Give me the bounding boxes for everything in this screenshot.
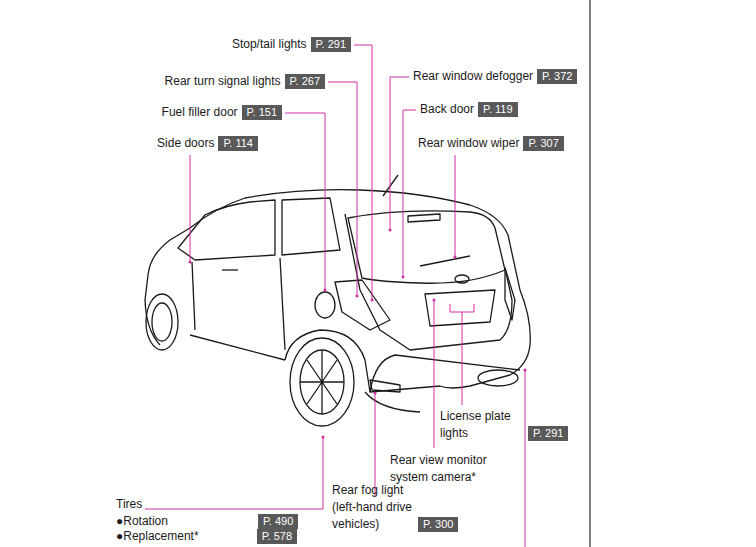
part-name: ●Replacement*	[116, 528, 199, 545]
page-reference: P. 307	[523, 136, 563, 151]
callout-group: ●Rotation P. 490	[116, 513, 298, 530]
part-name: Rear fog light (left-hand drive vehicles…	[332, 482, 414, 533]
callout-group: Stop/tail lights P. 291	[232, 36, 351, 53]
page-reference: P. 291	[528, 426, 568, 441]
callout-group: Rear window wiper P. 307	[418, 135, 564, 152]
part-name: Rear window wiper	[418, 135, 519, 152]
page-reference: P. 151	[242, 105, 282, 120]
callout-group: Side doors P. 114	[157, 135, 258, 152]
page-reference: P. 578	[257, 529, 297, 544]
callout-group: Rear window defogger P. 372	[413, 68, 577, 85]
callout-group: License plate lights P. 291	[440, 408, 568, 442]
page-reference: P. 300	[418, 517, 458, 532]
part-name: Rear view monitor system camera*	[390, 452, 500, 486]
callout-group: Rear fog light (left-hand drive vehicles…	[332, 482, 458, 533]
callout-group: Rear turn signal lights P. 267	[165, 73, 325, 90]
page-reference: P. 267	[285, 74, 325, 89]
page-reference: P. 119	[478, 102, 518, 117]
page-reference: P. 114	[218, 136, 258, 151]
part-name: Side doors	[157, 135, 214, 152]
page-reference: P. 291	[311, 37, 351, 52]
part-name: Back door	[420, 101, 474, 118]
callout-group: ●Replacement* P. 578	[116, 528, 297, 545]
part-name: Rear window defogger	[413, 68, 533, 85]
part-name: Rear turn signal lights	[165, 73, 281, 90]
part-name: Fuel filler door	[162, 104, 238, 121]
page-reference: P. 490	[258, 514, 298, 529]
callout-group: Fuel filler door P. 151	[162, 104, 282, 121]
part-name: Stop/tail lights	[232, 36, 307, 53]
part-name: ●Rotation	[116, 513, 168, 530]
callout-group: Back door P. 119	[420, 101, 518, 118]
page-reference: P. 372	[537, 69, 577, 84]
part-name: Tires	[116, 496, 142, 513]
part-name: License plate lights	[440, 408, 524, 442]
